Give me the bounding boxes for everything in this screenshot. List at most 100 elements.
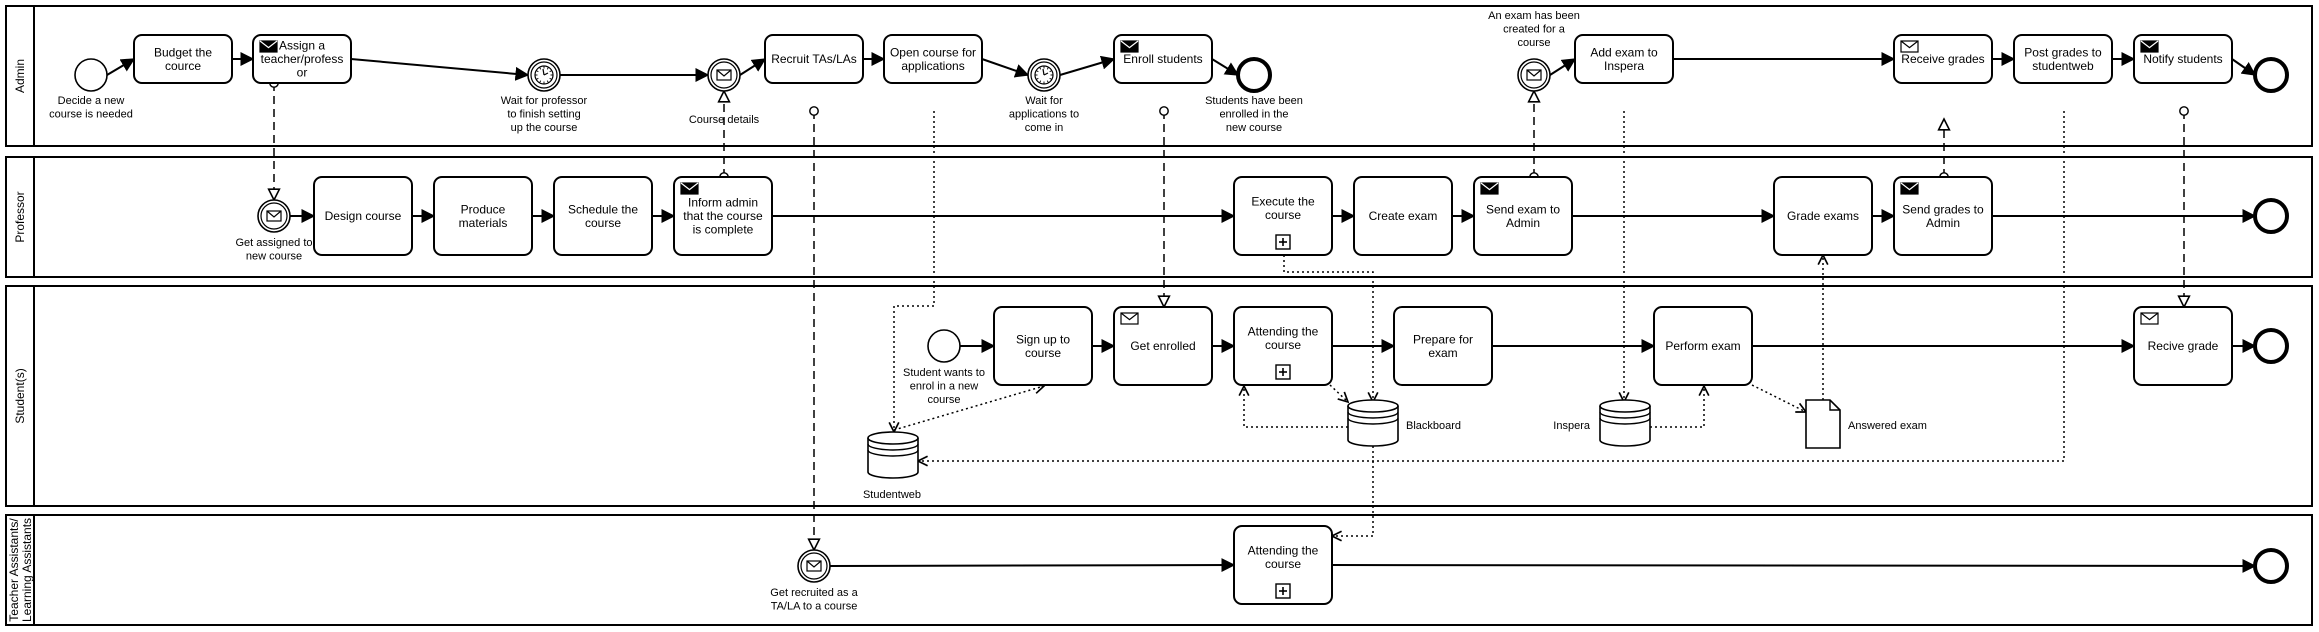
timer-icon bbox=[527, 58, 561, 92]
task-createexam[interactable]: Create exam bbox=[1353, 176, 1453, 256]
envelope-icon bbox=[1480, 182, 1499, 195]
task-recvgrades[interactable]: Receive grades bbox=[1893, 34, 1993, 84]
data-store-inspera[interactable]: Inspera bbox=[1553, 399, 1651, 447]
envelope-icon bbox=[1900, 182, 1919, 195]
sequence-flow bbox=[739, 58, 767, 76]
event-end_admin[interactable] bbox=[2253, 57, 2289, 93]
task-perform[interactable]: Perform exam bbox=[1653, 306, 1753, 386]
task-recruit[interactable]: Recruit TAs/LAs bbox=[764, 34, 864, 84]
sequence-flow bbox=[1331, 558, 2257, 573]
task-recive[interactable]: Recive grade bbox=[2133, 306, 2233, 386]
data-association bbox=[1332, 446, 1374, 536]
end-event-icon bbox=[2253, 548, 2289, 584]
task-gradeexams[interactable]: Grade exams bbox=[1773, 176, 1873, 256]
event-msg_course[interactable]: Course details bbox=[689, 58, 760, 126]
task-label: Recruit TAs/LAs bbox=[771, 52, 857, 66]
task-label: Grade exams bbox=[1787, 209, 1859, 223]
task-label: Enroll students bbox=[1123, 52, 1202, 66]
database-icon bbox=[867, 431, 919, 479]
task-notify[interactable]: Notify students bbox=[2133, 34, 2233, 84]
task-label: Notify students bbox=[2143, 52, 2222, 66]
flows-layer bbox=[106, 52, 2257, 573]
data-store-studentweb[interactable]: Studentweb bbox=[863, 431, 921, 501]
event-end_student[interactable] bbox=[2253, 328, 2289, 364]
data-association bbox=[1650, 386, 1704, 428]
envelope-outline-icon bbox=[1900, 40, 1919, 53]
database-icon bbox=[1347, 399, 1399, 447]
data-association bbox=[1329, 384, 1348, 402]
data-store-label: Inspera bbox=[1553, 420, 1591, 432]
end-event-icon bbox=[2253, 328, 2289, 364]
event-end_prof[interactable] bbox=[2253, 198, 2289, 234]
event-end_tala[interactable] bbox=[2253, 548, 2289, 584]
data-object-answered[interactable]: Answered exam bbox=[1805, 399, 1927, 449]
task-label: Recive grade bbox=[2148, 339, 2219, 353]
envelope-icon bbox=[2140, 40, 2159, 53]
task-enroll[interactable]: Enroll students bbox=[1113, 34, 1213, 84]
message-event-icon bbox=[707, 58, 741, 92]
lane-label-students: Student(s) bbox=[13, 368, 27, 423]
envelope-outline-icon bbox=[1120, 312, 1139, 325]
subprocess-marker-icon bbox=[1275, 234, 1291, 250]
message-event-icon bbox=[797, 549, 831, 583]
message-event-icon bbox=[257, 199, 291, 233]
envelope-outline-icon bbox=[2140, 312, 2159, 325]
envelope-outline-icon bbox=[806, 560, 822, 572]
sequence-flow bbox=[1211, 58, 1240, 76]
task-design[interactable]: Design course bbox=[313, 176, 413, 256]
document-icon bbox=[1805, 399, 1841, 449]
data-store-blackboard[interactable]: Blackboard bbox=[1347, 399, 1461, 447]
data-association bbox=[1244, 386, 1348, 428]
sequence-flow bbox=[981, 58, 1030, 78]
lane-tala: Teacher Assistants/Learning Assistants bbox=[5, 514, 2313, 626]
task-getenrolled[interactable]: Get enrolled bbox=[1113, 306, 1213, 386]
task-label: Design course bbox=[325, 209, 402, 223]
sequence-flow bbox=[1059, 55, 1116, 76]
data-association bbox=[894, 111, 935, 432]
start-event-icon bbox=[74, 58, 108, 92]
envelope-icon bbox=[1120, 40, 1139, 53]
lane-label-tala: Teacher Assistants/Learning Assistants bbox=[7, 518, 34, 622]
sequence-flow bbox=[350, 58, 530, 81]
